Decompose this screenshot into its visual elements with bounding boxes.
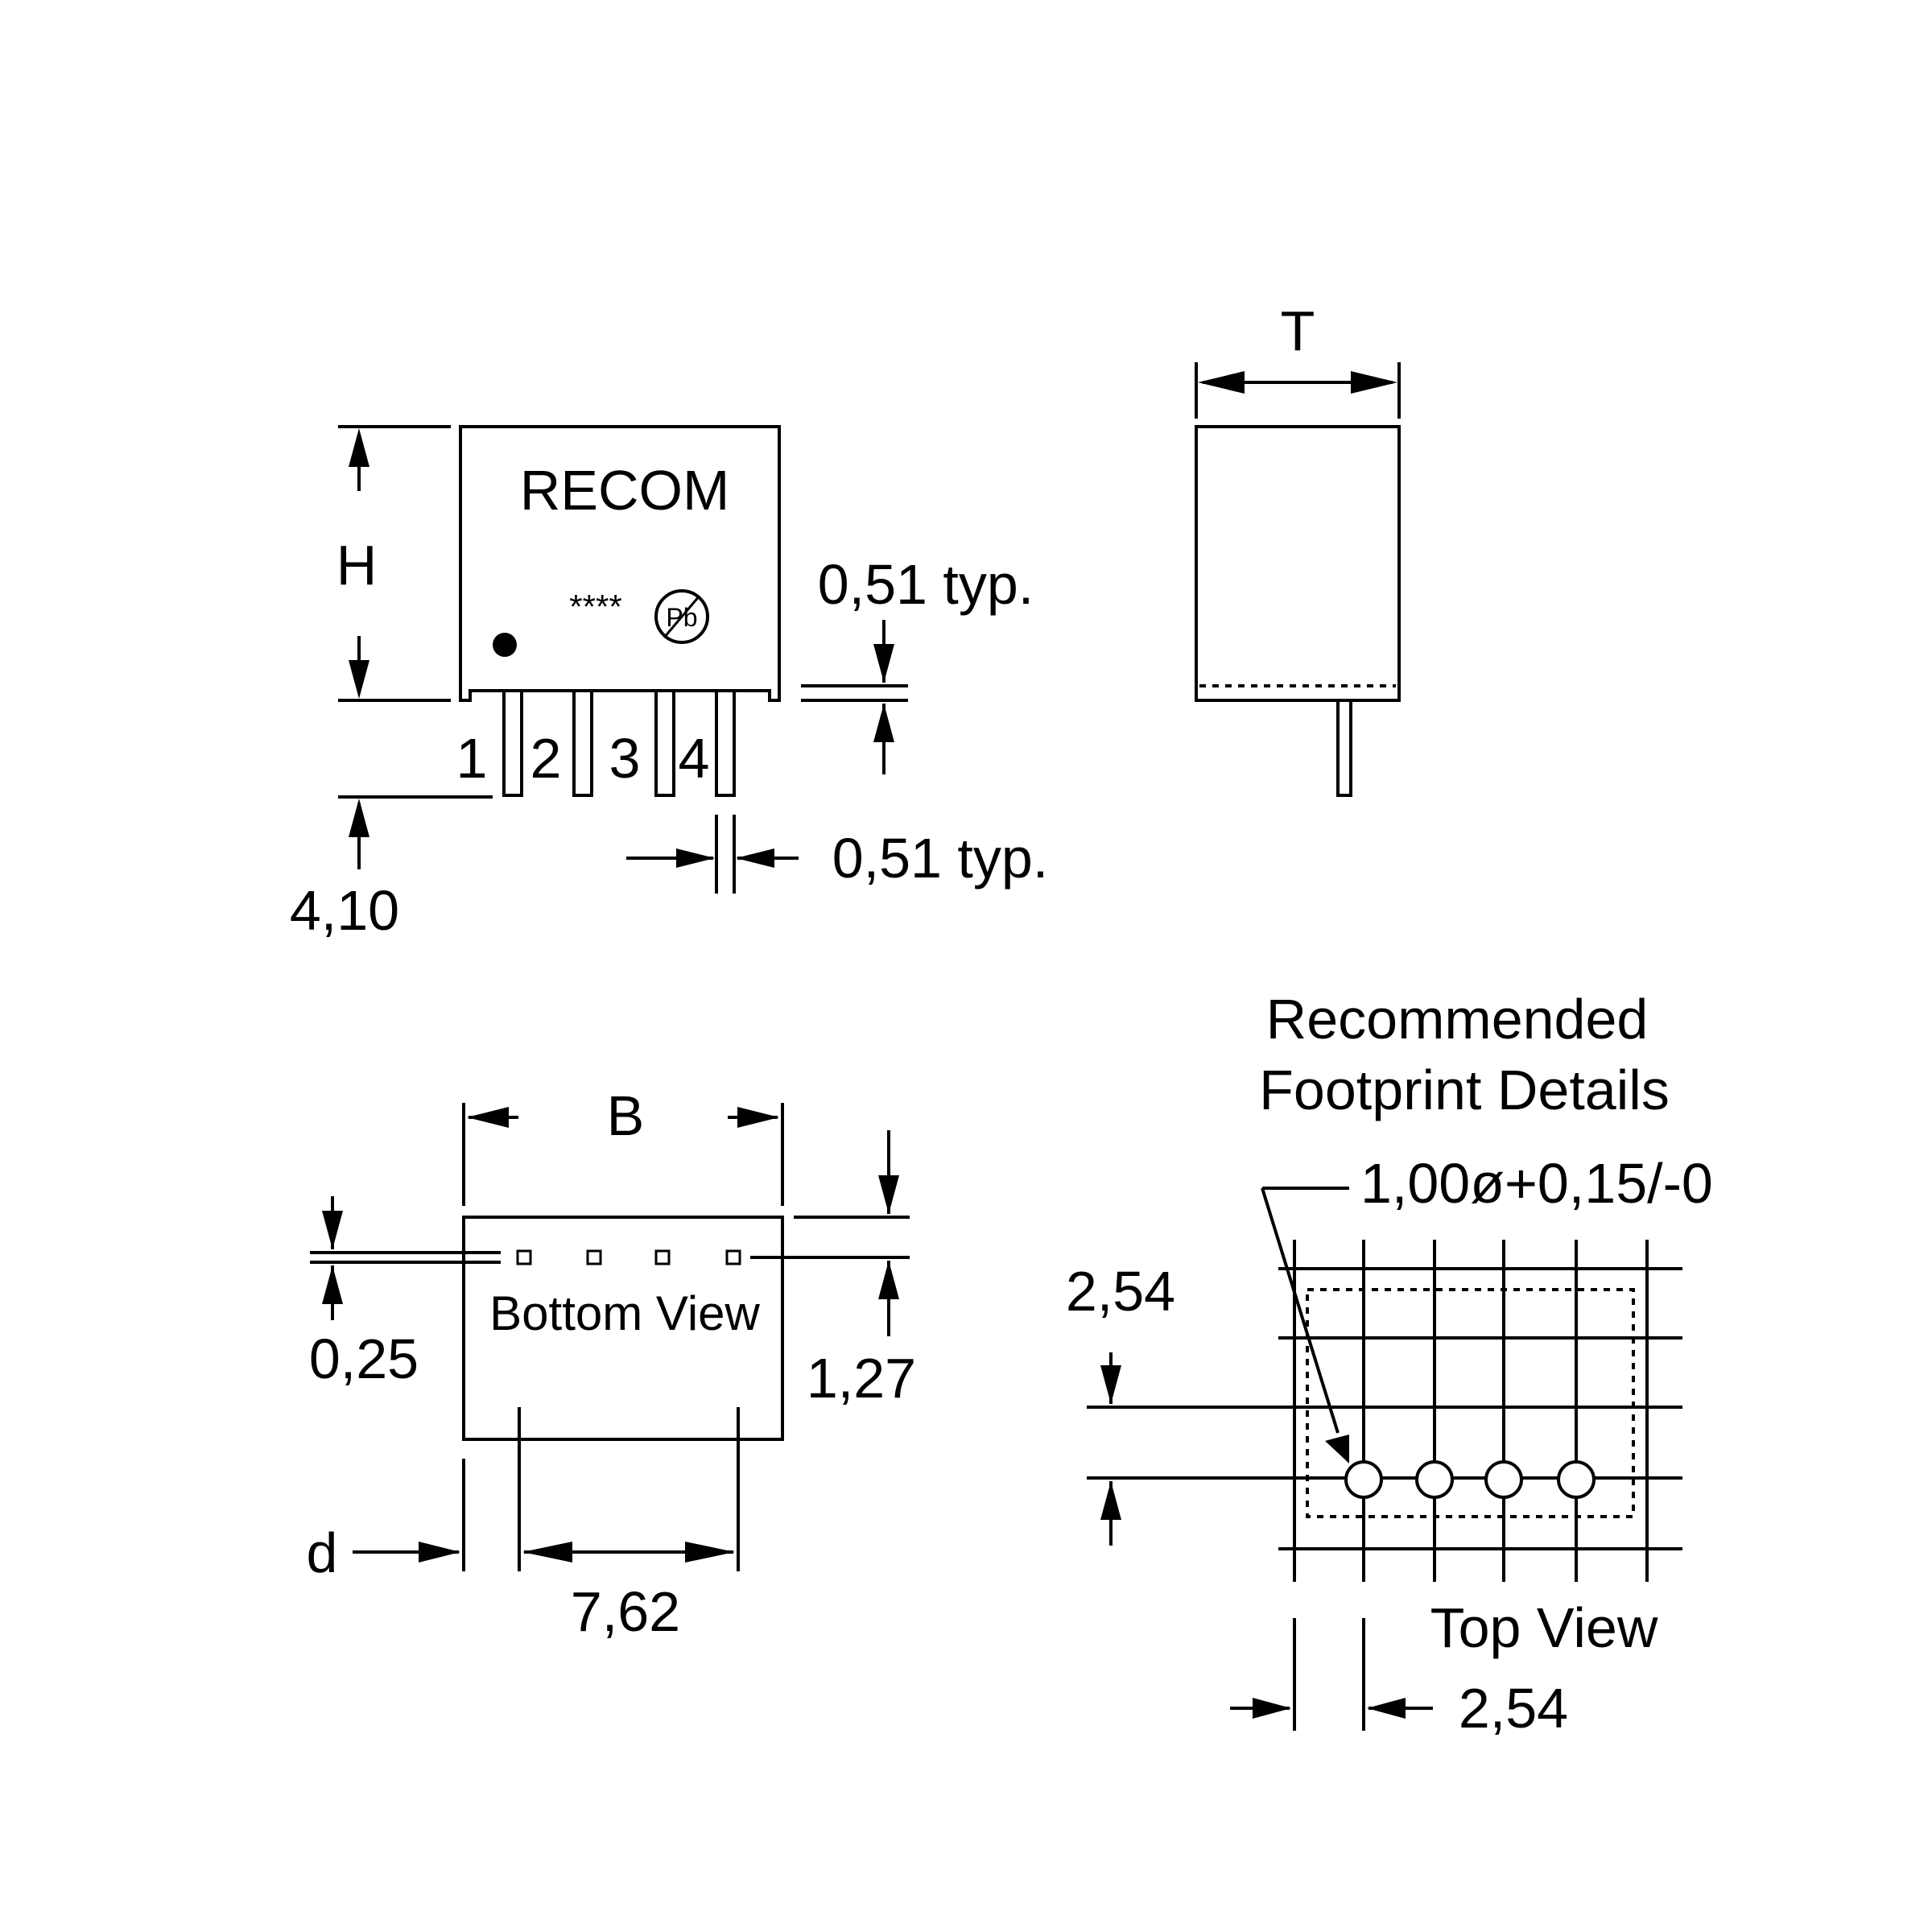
footprint-title-line1: Recommended [1266,988,1649,1051]
row-pitch-dimension: 2,54 [1066,1260,1175,1546]
height-label: H [336,534,378,597]
col-pitch-label: 2,54 [1459,1677,1568,1740]
footprint-hole-4 [1557,1460,1596,1499]
footprint-hole-3 [1484,1460,1523,1499]
side-body-outline [1195,425,1401,702]
footprint-view: Recommended Footprint Details 1,00ø+0,15… [1066,988,1713,1740]
pin-length-dimension: 4,10 [290,795,493,942]
col-pitch-dimension: 2,54 [1230,1618,1568,1740]
thickness-dimension: T [1195,299,1401,419]
footprint-hole-1 [1344,1460,1383,1499]
bottom-pin-3 [654,1249,671,1265]
footprint-outline-dotted [1306,1288,1635,1518]
pin-2 [572,689,593,797]
pin-4 [715,689,736,797]
bottom-pin-4 [725,1249,741,1265]
edge-distance-label: 1,27 [807,1347,916,1410]
edge-distance-dimension: 1,27 [750,1130,916,1410]
footprint-grid [1087,1240,1682,1582]
pin-offset-dimension: 0,25 [309,1196,501,1390]
footprint-title-line2: Footprint Details [1259,1059,1670,1121]
pin-1 [502,689,523,797]
marking-label: **** [569,588,621,625]
side-view: T [1195,299,1401,797]
side-pin [1336,699,1352,797]
brand-label: RECOM [520,459,730,522]
bottom-view: Bottom View B 0,25 [307,1084,917,1643]
width-dimension: B [462,1084,784,1206]
front-view: RECOM **** Pb 1 2 3 4 H [290,425,1048,942]
bottom-body-outline [462,1216,784,1441]
pin-number-2: 2 [530,727,562,790]
pin-number-1: 1 [456,727,488,790]
bottom-pin-2 [586,1249,602,1265]
thickness-label: T [1281,299,1315,362]
row-pitch-label: 2,54 [1066,1260,1175,1323]
pin-width-dimension: 0,51 typ. [626,815,1048,894]
pin-number-4: 4 [679,727,710,790]
pin-number-3: 3 [609,727,641,790]
top-view-label: Top View [1430,1596,1658,1659]
front-body-outline [459,425,781,702]
pin-width-label: 0,51 typ. [832,827,1049,890]
pin-length-label: 4,10 [290,879,399,942]
d-label: d [307,1521,338,1584]
pin-3 [654,689,675,797]
pin-offset-label: 0,25 [309,1327,419,1390]
footprint-hole-2 [1415,1460,1454,1499]
width-label: B [607,1084,645,1147]
bottom-pin-1 [516,1249,532,1265]
pitch-total-label: 7,62 [571,1580,680,1643]
height-dimension: H [336,425,451,702]
hole-spec-label: 1,00ø+0,15/-0 [1360,1152,1713,1215]
pb-free-icon: Pb [654,589,709,644]
standoff-label: 0,51 typ. [818,553,1034,616]
pitch-dimension: d 7,62 [307,1407,740,1643]
hole-spec-leader [1261,1187,1349,1463]
bottom-view-label: Bottom View [489,1286,760,1340]
standoff-dimension: 0,51 typ. [801,553,1034,774]
pin1-marker-dot [493,633,517,657]
